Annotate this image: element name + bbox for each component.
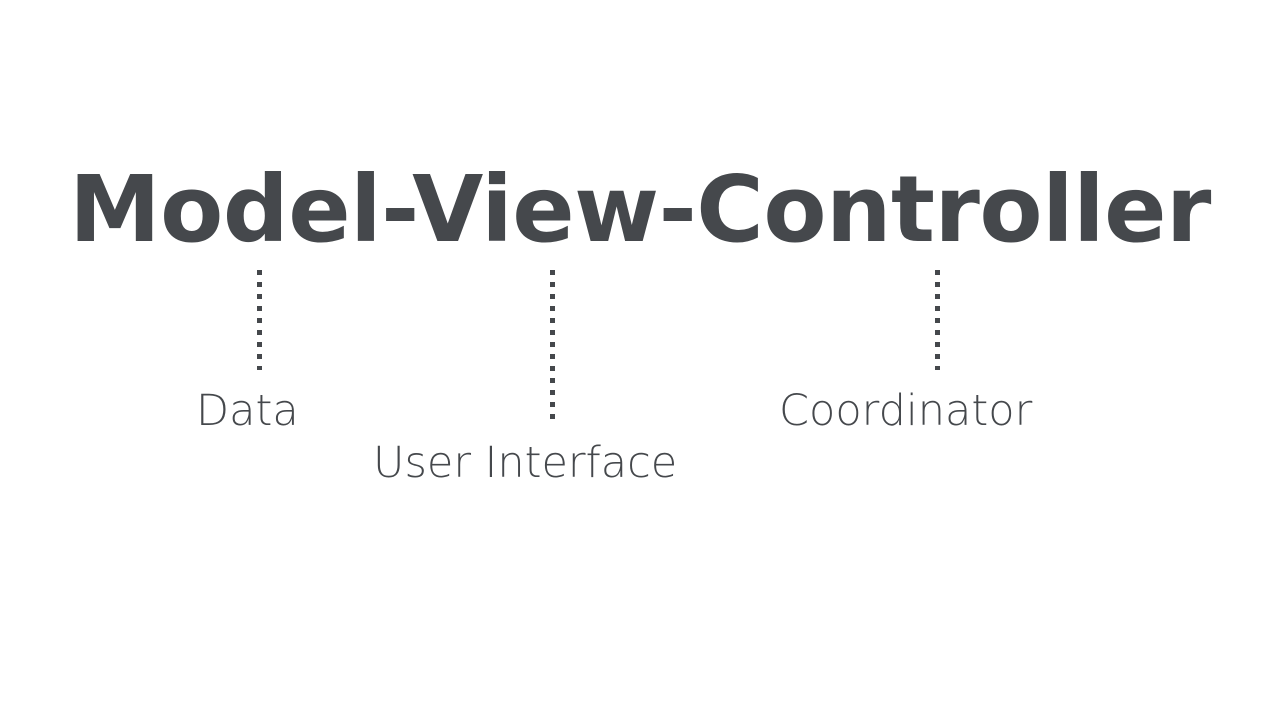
controller-connector-line (935, 270, 940, 370)
page-title: Model-View-Controller (69, 156, 1211, 263)
model-connector-line (257, 270, 262, 370)
model-label: Data (196, 386, 299, 436)
view-label: User Interface (373, 438, 678, 488)
controller-label: Coordinator (779, 386, 1033, 436)
view-connector-line (550, 270, 555, 420)
